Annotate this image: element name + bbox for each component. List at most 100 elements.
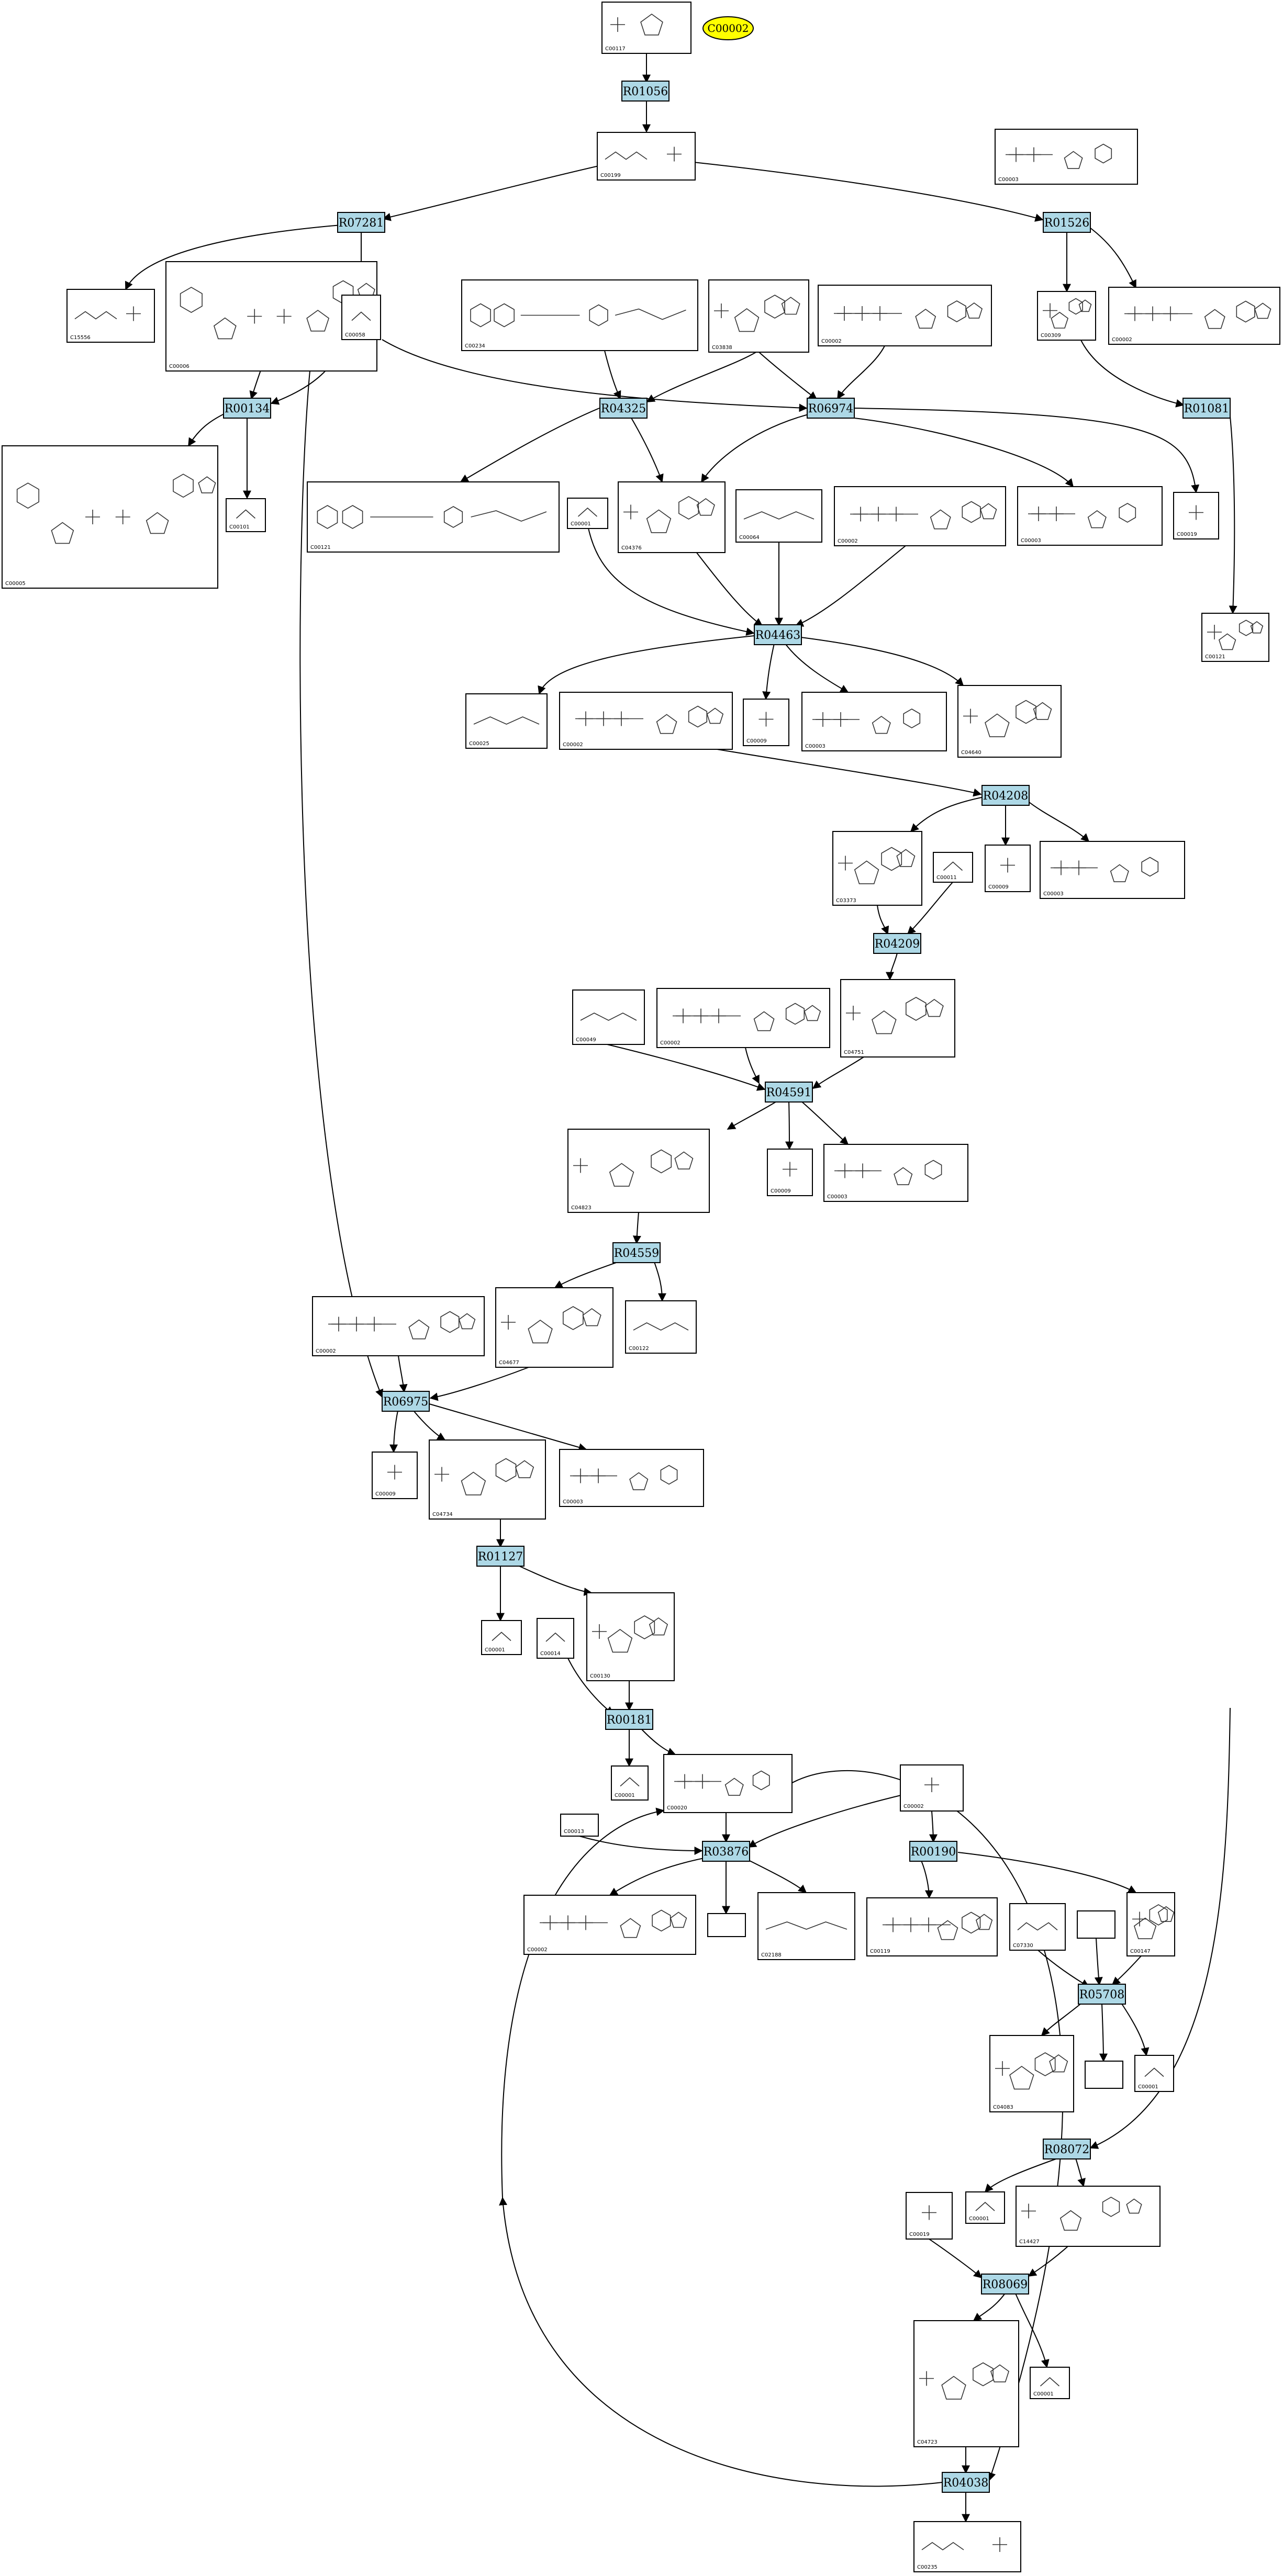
compound-c-atp1[interactable]: C00002 — [818, 285, 992, 346]
compound-c-amp[interactable]: C00020 — [663, 1754, 793, 1813]
reaction-r04209[interactable]: R04209 — [873, 933, 921, 954]
compound-c-c00121[interactable]: C00121 — [307, 481, 560, 553]
compound-c-ppi4[interactable] — [1085, 2061, 1123, 2089]
compound-c-gln[interactable]: C00064 — [735, 489, 822, 543]
compound-c-imp[interactable]: C00130 — [586, 1592, 675, 1681]
compound-c-adp5[interactable]: C00003 — [823, 1144, 968, 1202]
compound-c-pi6[interactable]: C00019 — [906, 2192, 953, 2240]
reaction-r04591[interactable]: R04591 — [765, 1082, 813, 1103]
reaction-r01526[interactable]: R01526 — [1043, 212, 1091, 233]
compound-c-water2[interactable]: C00001 — [481, 1620, 522, 1655]
compound-c-thfsmall[interactable]: C00101 — [226, 498, 266, 532]
compound-c-pi5[interactable]: C00009 — [372, 1452, 418, 1499]
compound-box — [1201, 613, 1269, 662]
compound-c-adp7[interactable]: C00119 — [866, 1897, 998, 1956]
compound-c-fgam2[interactable]: C04640 — [957, 685, 1062, 758]
compound-c-atp4[interactable]: C00002 — [656, 988, 830, 1048]
compound-c-nadph[interactable]: C00005 — [2, 445, 218, 589]
compound-c-c14427[interactable]: C14427 — [1016, 2186, 1161, 2247]
compound-c-formyl[interactable]: C00058 — [341, 295, 381, 340]
reaction-r01081[interactable]: R01081 — [1182, 398, 1231, 419]
reaction-id-label: R01081 — [1184, 402, 1230, 415]
compound-c-adp4[interactable]: C00003 — [1040, 841, 1185, 899]
reaction-r04463[interactable]: R04463 — [754, 624, 802, 645]
reaction-r03876[interactable]: R03876 — [702, 1841, 750, 1862]
compound-c-atp5[interactable]: C00002 — [312, 1296, 485, 1356]
compound-c-nh3[interactable]: C00014 — [537, 1618, 574, 1659]
compound-c-ppi3[interactable] — [1077, 1910, 1115, 1939]
compound-c-hydroxy[interactable]: C15556 — [66, 289, 155, 343]
compound-c-adp6[interactable]: C00003 — [559, 1449, 704, 1507]
reaction-r04038[interactable]: R04038 — [942, 2472, 990, 2493]
compound-c-top[interactable]: C00117 — [601, 2, 691, 54]
compound-c-pi4[interactable]: C00009 — [767, 1149, 813, 1196]
compound-c-cair[interactable]: C04751 — [840, 979, 955, 1058]
compound-c-adenine[interactable]: C00147 — [1126, 1892, 1175, 1956]
compound-c-c02188[interactable]: C02188 — [757, 1892, 855, 1960]
compound-id-label: C00001 — [969, 2216, 989, 2222]
compound-c-adp3[interactable]: C00003 — [801, 692, 947, 751]
compound-c-pi2[interactable]: C00009 — [743, 699, 789, 746]
compound-c-atp-right[interactable]: C00002 — [1108, 287, 1280, 345]
compound-c-water5[interactable]: C00001 — [965, 2191, 1005, 2224]
compound-id-label: C00009 — [771, 1188, 791, 1194]
compound-c-water4[interactable]: C00001 — [1134, 2055, 1174, 2092]
reaction-r04559[interactable]: R04559 — [612, 1242, 661, 1263]
compound-box — [618, 481, 726, 553]
compound-c-c07330[interactable]: C07330 — [1009, 1903, 1066, 1951]
reaction-r05708[interactable]: R05708 — [1078, 1984, 1126, 2005]
reaction-r06975[interactable]: R06975 — [382, 1391, 430, 1412]
reaction-r04208[interactable]: R04208 — [981, 785, 1030, 806]
compound-c-c03838[interactable]: C03838 — [708, 279, 809, 353]
compound-c-aicar[interactable]: C04677 — [495, 1287, 613, 1368]
reaction-r08069[interactable]: R08069 — [981, 2274, 1029, 2294]
reaction-r00190[interactable]: R00190 — [909, 1841, 957, 1862]
compound-id-label: C00025 — [469, 741, 489, 747]
reaction-r08072[interactable]: R08072 — [1043, 2139, 1091, 2159]
reaction-edge — [701, 413, 813, 483]
compound-c-c00121b[interactable]: C00121 — [1201, 613, 1269, 662]
compound-c-fgam[interactable]: C04376 — [618, 481, 726, 553]
reaction-r07281[interactable]: R07281 — [337, 212, 385, 233]
compound-c-water1[interactable]: C00001 — [567, 498, 608, 529]
compound-c-co2b[interactable]: C00011 — [933, 852, 973, 883]
compound-c-ppi2[interactable] — [707, 1913, 746, 1937]
compound-c-ribulose[interactable]: C00199 — [597, 132, 696, 181]
compound-c-pi1[interactable]: C00019 — [1173, 492, 1219, 539]
reaction-r01056[interactable]: R01056 — [621, 81, 670, 102]
compound-c-atp6b[interactable]: C00002 — [523, 1895, 696, 1955]
compound-c-c04083[interactable]: C04083 — [989, 2035, 1074, 2112]
compound-c-water3[interactable]: C00001 — [611, 1765, 649, 1801]
compound-box — [1016, 2186, 1161, 2247]
reaction-r00181[interactable]: R00181 — [605, 1709, 653, 1730]
compound-c-water6[interactable]: C00001 — [1030, 2367, 1070, 2399]
compound-c-thf[interactable]: C00234 — [461, 279, 698, 351]
compound-c-ppi[interactable]: C00013 — [560, 1814, 599, 1837]
reaction-id-label: R04591 — [766, 1086, 812, 1099]
compound-c-fum2[interactable]: C00122 — [625, 1300, 697, 1354]
reaction-r01127[interactable]: R01127 — [476, 1546, 525, 1567]
reaction-r04325[interactable]: R04325 — [599, 398, 648, 419]
compound-c-adp2[interactable]: C00003 — [1017, 486, 1163, 546]
compound-c-pi3[interactable]: C00009 — [985, 845, 1031, 892]
compound-c-saicar[interactable]: C04823 — [567, 1129, 710, 1213]
highlight-node[interactable]: C00002 — [702, 16, 754, 40]
compound-box — [663, 1754, 793, 1813]
compound-c-adp-top[interactable]: C00003 — [995, 129, 1138, 185]
compound-c-asp[interactable]: C00049 — [572, 989, 645, 1045]
compound-c-fumarate[interactable]: C00025 — [465, 693, 548, 749]
compound-id-label: C00064 — [739, 535, 760, 541]
reaction-r06974[interactable]: R06974 — [807, 398, 855, 419]
reaction-box — [754, 624, 802, 645]
compound-c-atp2[interactable]: C00002 — [834, 486, 1006, 546]
reaction-r00134[interactable]: R00134 — [223, 398, 271, 419]
compound-c-final[interactable]: C00235 — [913, 2521, 1021, 2572]
compound-id-label: C00049 — [576, 1037, 596, 1043]
compound-c-faicar[interactable]: C04734 — [429, 1439, 546, 1520]
compound-c-ribose[interactable]: C00309 — [1037, 291, 1096, 341]
compound-c-c04723[interactable]: C04723 — [913, 2320, 1019, 2447]
compound-c-atp6[interactable]: C00002 — [900, 1764, 964, 1812]
compound-c-atp3[interactable]: C00002 — [559, 692, 733, 750]
compound-c-air[interactable]: C03373 — [832, 831, 922, 906]
